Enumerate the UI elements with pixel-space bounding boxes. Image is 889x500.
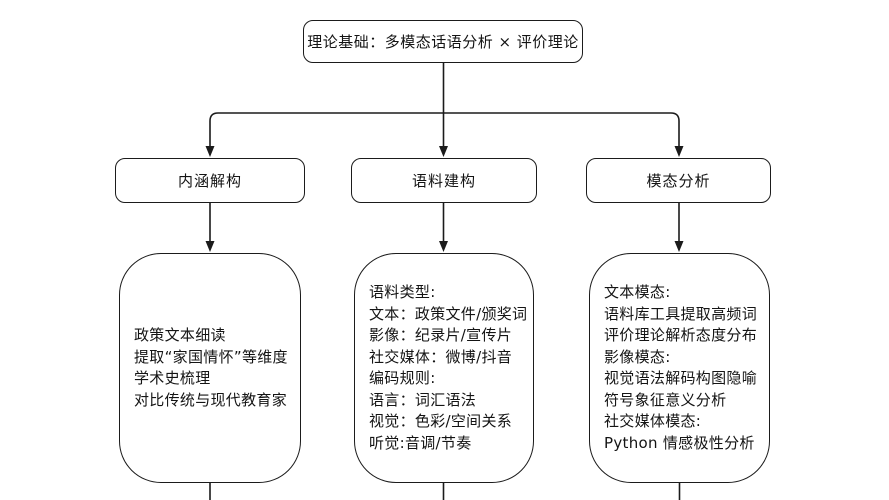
text-line: 编码规则: <box>369 369 436 387</box>
arrowhead-detail-left <box>205 241 215 252</box>
text-line: Python 情感极性分析 <box>604 433 755 452</box>
text-line: 语料库工具提取高频词 <box>604 304 758 323</box>
text-line: 社交媒体：微博/抖音 <box>369 347 513 366</box>
detail-box-modality: 文本模态: 语料库工具提取高频词 评价理论解析态度分布 影像模态: 视觉语法解码… <box>589 253 770 483</box>
text-line: 提取“家国情怀”等维度 <box>134 347 288 366</box>
node-corpus-label: 语料建构 <box>411 172 476 190</box>
node-connotation-deconstruction: 内涵解构 <box>115 158 305 203</box>
detail-box-corpus: 语料类型: 文本：政策文件/颁奖词 影像：纪录片/宣传片 社交媒体：微博/抖音 … <box>354 253 534 483</box>
text-line: 视觉：色彩/空间关系 <box>369 412 513 430</box>
arrowhead-branch-middle <box>439 146 448 157</box>
text-line: 政策文本细读 <box>134 326 226 344</box>
text-line: 符号象征意义分析 <box>604 390 727 409</box>
text-line: 社交媒体模态: <box>604 412 702 430</box>
arrowhead-branch-right <box>674 146 684 157</box>
node-modality-analysis: 模态分析 <box>586 158 771 203</box>
node-connotation-label: 内涵解构 <box>177 172 242 190</box>
edge-rail-left-right <box>209 112 680 147</box>
node-modality-label: 模态分析 <box>646 172 711 190</box>
node-theory-foundation: 理论基础：多模态话语分析 × 评价理论 <box>303 20 583 63</box>
text-line: 评价理论解析态度分布 <box>604 326 758 344</box>
arrowhead-detail-right <box>674 241 684 252</box>
text-line: 影像模态: <box>604 347 671 366</box>
text-line: 影像：纪录片/宣传片 <box>369 326 513 344</box>
text-line: 语料类型: <box>369 283 436 301</box>
detail-box-connotation: 政策文本细读 提取“家国情怀”等维度 学术史梳理 对比传统与现代教育家 <box>119 253 301 483</box>
text-line: 文本：政策文件/颁奖词 <box>369 304 528 323</box>
text-line: 对比传统与现代教育家 <box>134 390 288 409</box>
arrowhead-branch-left <box>205 146 215 157</box>
text-line: 学术史梳理 <box>134 369 211 387</box>
text-line: 视觉语法解码构图隐喻 <box>604 369 758 387</box>
node-corpus-construction: 语料建构 <box>351 158 537 203</box>
arrowhead-detail-middle <box>439 241 448 252</box>
text-line: 语言：词汇语法 <box>369 390 477 409</box>
text-line: 听觉:音调/节奏 <box>369 433 472 452</box>
node-theory-foundation-label: 理论基础：多模态话语分析 × 评价理论 <box>307 33 579 51</box>
text-line: 文本模态: <box>604 283 671 301</box>
